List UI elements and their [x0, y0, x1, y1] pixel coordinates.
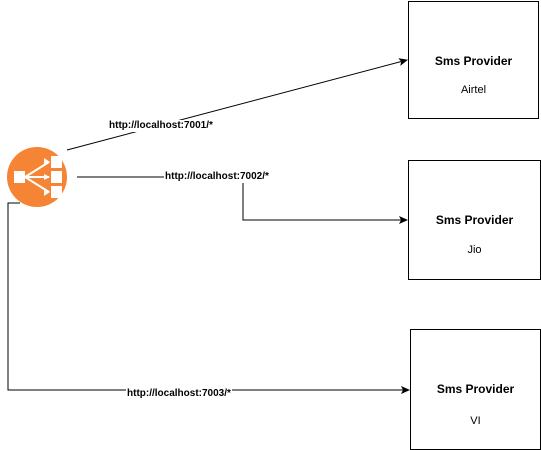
provider-box-vi[interactable]: Sms Provider VI — [410, 329, 541, 450]
provider-title: Sms Provider — [436, 382, 515, 396]
provider-name: Airtel — [460, 84, 487, 96]
provider-box-airtel[interactable]: Sms Provider Airtel — [408, 1, 539, 119]
route-label-7003: http://localhost:7003/* — [126, 388, 232, 400]
provider-title: Sms Provider — [434, 54, 513, 68]
route-label-7001: http://localhost:7001/* — [108, 120, 214, 132]
route-edge-vi — [7, 202, 410, 394]
provider-name: VI — [470, 415, 481, 427]
provider-box-jio[interactable]: Sms Provider Jio — [408, 160, 541, 280]
provider-name: Jio — [467, 244, 482, 256]
route-edge-airtel — [66, 58, 408, 151]
route-label-7002: http://localhost:7002/* — [164, 171, 270, 183]
provider-title: Sms Provider — [435, 213, 514, 227]
route-edge-jio — [77, 176, 408, 224]
load-balancer-icon[interactable] — [7, 147, 67, 207]
